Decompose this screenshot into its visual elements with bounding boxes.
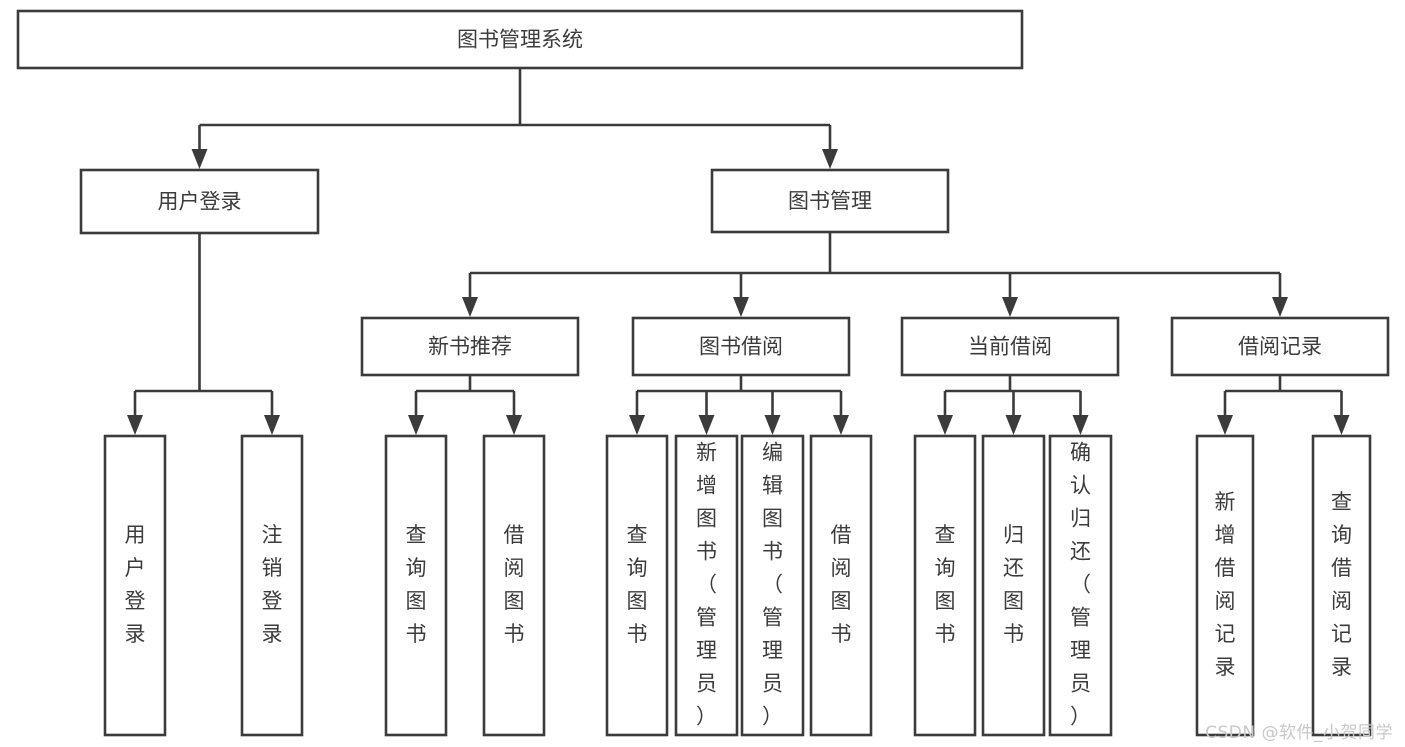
- node-box-leaf-return-book: [981, 434, 1046, 737]
- node-leaf-return-book[interactable]: 归还图书: [981, 434, 1046, 737]
- node-label-borrow-record: 借阅记录: [1238, 335, 1322, 359]
- node-leaf-confirm-return[interactable]: 确认归还（管理员）: [1048, 434, 1113, 737]
- node-box-leaf-query-book-3: [913, 434, 977, 737]
- node-label-leaf-edit-book: 编辑图书（管理员）: [762, 441, 783, 729]
- node-leaf-user-login[interactable]: 用户登录: [103, 434, 167, 737]
- node-book-manage[interactable]: 图书管理: [710, 168, 950, 234]
- node-box-leaf-query-record: [1311, 434, 1372, 737]
- node-leaf-logout[interactable]: 注销登录: [240, 434, 304, 737]
- arrow-head-icon: [408, 415, 424, 435]
- node-label-user-login: 用户登录: [158, 190, 242, 214]
- node-current-borrow[interactable]: 当前借阅: [900, 316, 1120, 377]
- node-label-leaf-query-record: 查询借阅记录: [1331, 490, 1352, 679]
- connector-layer: [127, 68, 1350, 435]
- node-label-leaf-query-book-3: 查询图书: [935, 523, 956, 646]
- node-box-leaf-logout: [240, 434, 304, 737]
- node-leaf-query-book-2[interactable]: 查询图书: [605, 434, 669, 737]
- node-box-book-manage: [710, 168, 950, 234]
- arrow-head-icon: [1217, 415, 1233, 435]
- node-label-leaf-return-book: 归还图书: [1003, 523, 1024, 646]
- node-box-leaf-edit-book: [740, 434, 805, 737]
- node-leaf-query-book-3[interactable]: 查询图书: [913, 434, 977, 737]
- node-leaf-borrow-book-1[interactable]: 借阅图书: [482, 434, 546, 737]
- arrow-head-icon: [1333, 415, 1350, 435]
- node-box-leaf-borrow-book-2: [809, 434, 873, 737]
- node-box-leaf-confirm-return: [1048, 434, 1113, 737]
- connector-group-root: [191, 68, 838, 169]
- node-label-current-borrow: 当前借阅: [968, 335, 1052, 359]
- connector-group-new-book-recommend: [408, 375, 522, 435]
- node-label-leaf-borrow-book-1: 借阅图书: [504, 523, 525, 646]
- arrow-head-icon: [698, 415, 715, 435]
- node-label-leaf-add-book: 新增图书（管理员）: [696, 441, 717, 729]
- connector-group-book-borrow: [629, 375, 849, 435]
- node-box-new-book-recommend: [360, 316, 580, 377]
- node-leaf-add-record[interactable]: 新增借阅记录: [1195, 434, 1255, 737]
- node-leaf-add-book[interactable]: 新增图书（管理员）: [674, 434, 739, 737]
- arrow-head-icon: [462, 297, 478, 317]
- connector-group-current-borrow: [937, 375, 1089, 435]
- node-label-leaf-query-book-1: 查询图书: [406, 523, 427, 646]
- node-label-leaf-borrow-book-2: 借阅图书: [831, 523, 852, 646]
- node-box-user-login: [79, 168, 320, 235]
- node-box-current-borrow: [900, 316, 1120, 377]
- node-box-root: [16, 9, 1024, 70]
- node-label-leaf-add-record: 新增借阅记录: [1215, 490, 1236, 679]
- node-leaf-query-record[interactable]: 查询借阅记录: [1311, 434, 1372, 737]
- connector-group-borrow-record: [1217, 375, 1350, 435]
- node-user-login[interactable]: 用户登录: [79, 168, 320, 235]
- node-label-leaf-query-book-2: 查询图书: [627, 523, 648, 646]
- arrow-head-icon: [264, 415, 280, 435]
- arrow-head-icon: [833, 415, 849, 435]
- node-new-book-recommend[interactable]: 新书推荐: [360, 316, 580, 377]
- arrow-head-icon: [506, 415, 522, 435]
- csdn-watermark: CSDN @软件_小贺同学: [1205, 723, 1393, 743]
- node-box-book-borrow: [631, 316, 851, 377]
- arrow-head-icon: [733, 297, 749, 317]
- node-label-book-manage: 图书管理: [788, 189, 872, 213]
- node-book-borrow[interactable]: 图书借阅: [631, 316, 851, 377]
- arrow-head-icon: [822, 149, 838, 169]
- arrow-head-icon: [1005, 415, 1022, 435]
- node-box-leaf-add-book: [674, 434, 739, 737]
- arrow-head-icon: [1272, 297, 1288, 317]
- arrow-head-icon: [1002, 297, 1018, 317]
- node-borrow-record[interactable]: 借阅记录: [1170, 316, 1390, 377]
- node-box-leaf-user-login: [103, 434, 167, 737]
- node-layer: 图书管理系统用户登录图书管理新书推荐图书借阅当前借阅借阅记录用户登录注销登录查询…: [16, 9, 1390, 737]
- node-label-leaf-logout: 注销登录: [262, 523, 283, 646]
- arrow-head-icon: [937, 415, 953, 435]
- node-leaf-query-book-1[interactable]: 查询图书: [384, 434, 448, 737]
- node-label-leaf-user-login: 用户登录: [125, 523, 146, 646]
- arrow-head-icon: [764, 415, 781, 435]
- arrow-head-icon: [191, 149, 208, 169]
- arrow-head-icon: [127, 415, 143, 435]
- arrow-head-icon: [629, 415, 645, 435]
- node-box-leaf-add-record: [1195, 434, 1255, 737]
- node-leaf-borrow-book-2[interactable]: 借阅图书: [809, 434, 873, 737]
- node-label-book-borrow: 图书借阅: [699, 335, 783, 359]
- node-leaf-edit-book[interactable]: 编辑图书（管理员）: [740, 434, 805, 737]
- node-label-leaf-confirm-return: 确认归还（管理员）: [1070, 441, 1091, 729]
- node-box-leaf-query-book-2: [605, 434, 669, 737]
- node-box-borrow-record: [1170, 316, 1390, 377]
- arrow-head-icon: [1072, 415, 1089, 435]
- node-label-new-book-recommend: 新书推荐: [428, 335, 512, 359]
- node-root[interactable]: 图书管理系统: [16, 9, 1024, 70]
- node-box-leaf-query-book-1: [384, 434, 448, 737]
- connector-group-user-login: [127, 233, 280, 435]
- node-box-leaf-borrow-book-1: [482, 434, 546, 737]
- connector-group-book-manage: [462, 232, 1288, 317]
- node-label-root: 图书管理系统: [457, 28, 583, 52]
